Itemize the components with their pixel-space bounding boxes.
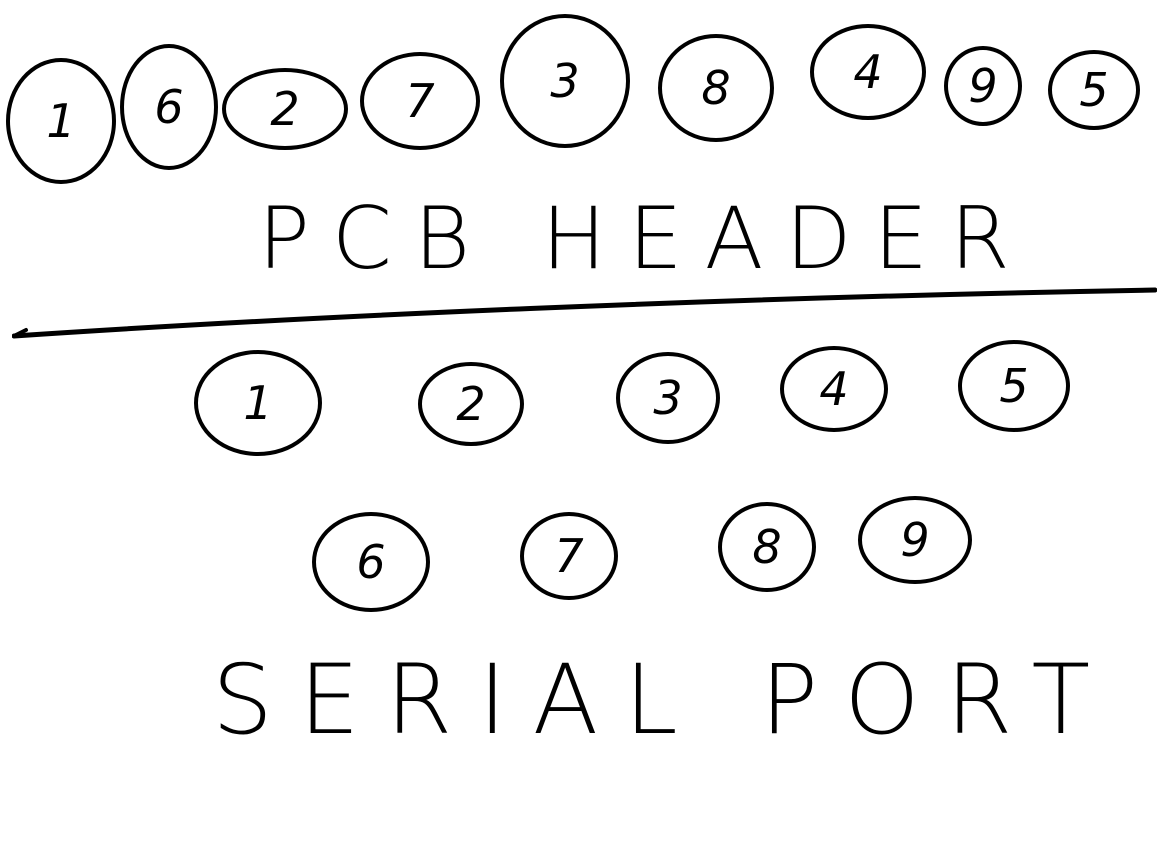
serial-pin: 5 [958, 340, 1070, 432]
pcb-header-label: PCB HEADER [258, 189, 1032, 289]
serial-pin: 7 [520, 512, 618, 600]
pcb-pin: 1 [6, 58, 116, 184]
serial-pin: 6 [312, 512, 430, 612]
serial-pin: 8 [718, 502, 816, 592]
pcb-pin: 6 [120, 44, 218, 170]
pcb-pin: 7 [360, 52, 480, 150]
pcb-pin: 2 [222, 68, 348, 150]
serial-pin: 4 [780, 346, 888, 432]
pcb-pin: 4 [810, 24, 926, 120]
serial-pin: 1 [194, 350, 322, 456]
pcb-pin: 8 [658, 34, 774, 142]
serial-pin: 9 [858, 496, 972, 584]
serial-port-label: SERIAL PORT [212, 644, 1117, 756]
pcb-pin: 5 [1048, 50, 1140, 130]
serial-pin: 2 [418, 362, 524, 446]
pcb-pin: 3 [500, 14, 630, 148]
serial-pin: 3 [616, 352, 720, 444]
divider-line [12, 287, 1157, 339]
pcb-pin: 9 [944, 46, 1022, 126]
